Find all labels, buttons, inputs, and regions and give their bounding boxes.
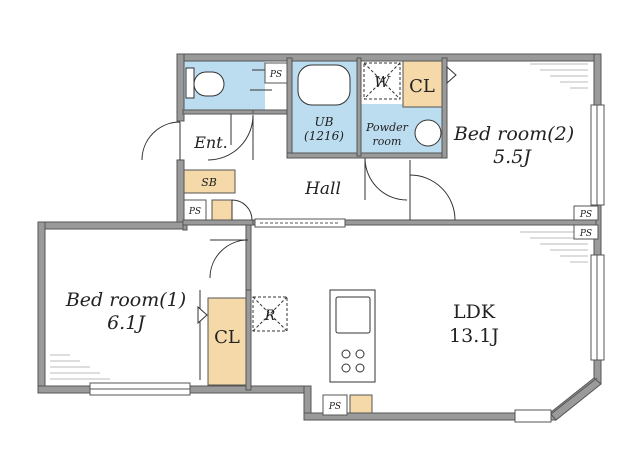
inner-walls xyxy=(182,57,597,391)
kitchen-sink xyxy=(335,296,371,334)
hall-name: Hall xyxy=(304,179,341,199)
ps-label: PS xyxy=(579,229,592,239)
bedroom1-closet-label: CL xyxy=(214,327,240,348)
windows xyxy=(89,104,605,423)
entrance-name: Ent. xyxy=(193,133,228,152)
ldk-size: 13.1J xyxy=(449,325,499,347)
washer-label: W xyxy=(374,73,391,91)
pipe-spaces xyxy=(183,62,599,416)
fixtures xyxy=(185,62,457,383)
washer-pan xyxy=(363,62,401,100)
storage-small xyxy=(211,199,233,221)
fridge-label: R xyxy=(264,308,276,324)
bathtub xyxy=(297,64,351,106)
bedroom2-name: Bed room(2) xyxy=(453,123,574,145)
ps-label: PS xyxy=(269,70,282,80)
ps-label: PS xyxy=(328,402,341,412)
bedroom1-size: 6.1J xyxy=(107,312,146,334)
ps-label: PS xyxy=(579,210,592,220)
unit-bath-size: (1216) xyxy=(304,129,344,143)
bedroom2-size: 5.5J xyxy=(493,146,532,168)
fridge-space xyxy=(252,296,288,332)
ps-label: PS xyxy=(188,207,201,217)
doors xyxy=(141,69,456,380)
toilet-tank xyxy=(185,67,195,99)
basin xyxy=(414,119,442,147)
ldk-storage-small xyxy=(349,394,373,416)
bedroom1-name: Bed room(1) xyxy=(65,289,186,311)
bedroom2-closet xyxy=(402,60,443,108)
powder-room-line1: Powder xyxy=(365,121,409,134)
ldk-name: LDK xyxy=(453,301,496,323)
bedroom2-closet-label: CL xyxy=(409,76,435,97)
shoe-box-label: SB xyxy=(201,176,217,189)
powder-room-line2: room xyxy=(373,135,402,148)
unit-bath-name: UB xyxy=(315,115,334,129)
toilet-bowl xyxy=(193,71,225,97)
